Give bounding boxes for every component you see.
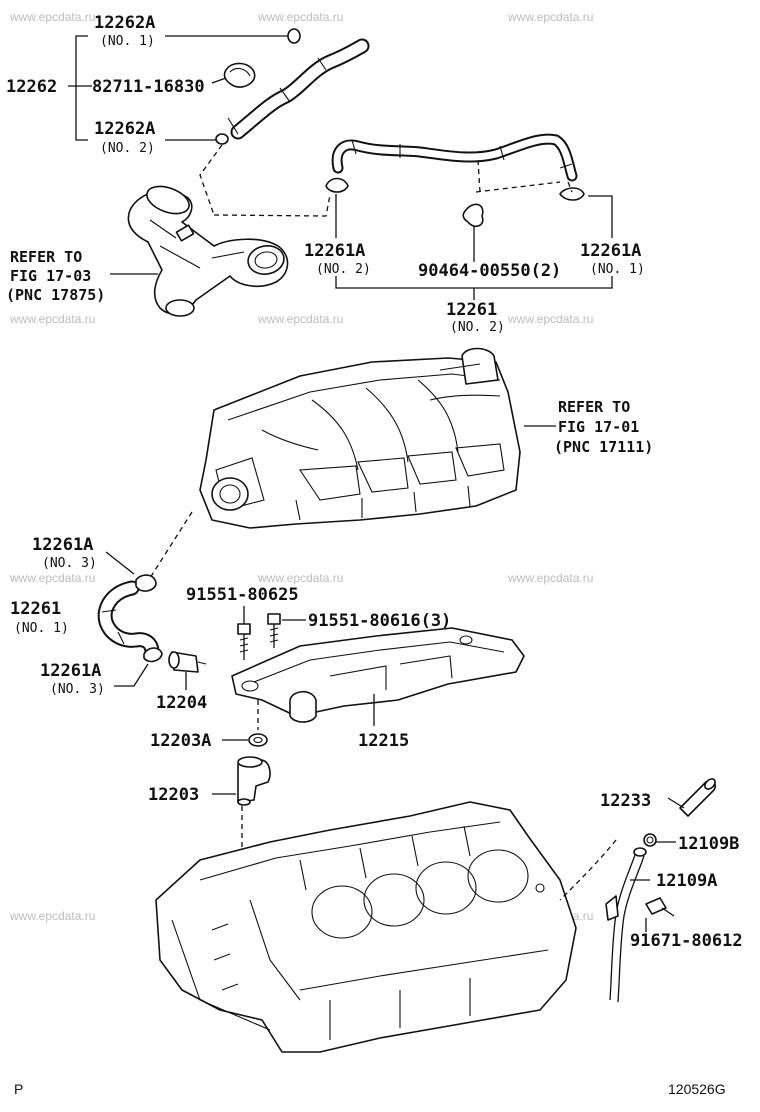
- watermark: www.epcdata.ru: [507, 10, 593, 24]
- part-label-90464-00550: 90464-00550(2): [418, 261, 561, 281]
- part-label-12261A-no3: 12261A: [40, 661, 101, 681]
- part-label-12261: 12261: [446, 300, 497, 320]
- bolt-91671-80612[interactable]: [645, 897, 675, 917]
- part-label-12109B: 12109B: [678, 834, 739, 854]
- refer-to-label: REFER TO: [558, 398, 630, 416]
- cylinder-block: [155, 801, 577, 1053]
- intake-manifold: [199, 347, 521, 529]
- gasket-12203A[interactable]: [248, 733, 268, 747]
- refer-to-label: REFER TO: [10, 248, 82, 266]
- part-label-12261A-no3: 12261A: [32, 535, 93, 555]
- watermark: www.epcdata.ru: [9, 10, 95, 24]
- oil-gauge-12233[interactable]: [679, 777, 717, 817]
- watermark: www.epcdata.ru: [9, 312, 95, 326]
- union-12262A-no1[interactable]: [287, 28, 301, 44]
- union-12262A-no2[interactable]: [215, 133, 229, 145]
- illustration-number: 120526G: [668, 1081, 726, 1097]
- part-label-91551-80625: 91551-80625: [186, 585, 299, 605]
- clip-12261A-no1[interactable]: [559, 187, 585, 201]
- part-note-no3: (NO. 3): [50, 682, 105, 697]
- part-label-12261A-no2: 12261A: [304, 241, 365, 261]
- part-label-82711-16830: 82711-16830: [92, 77, 205, 97]
- part-note-no2: (NO. 2): [316, 262, 371, 277]
- part-note-no2: (NO. 2): [450, 320, 505, 335]
- part-label-12262: 12262: [6, 77, 57, 97]
- hose-clamps: [325, 177, 585, 228]
- bracket-12262: [68, 35, 92, 141]
- leader-line: [667, 797, 685, 809]
- clip-12261A-no3-lower[interactable]: [143, 647, 163, 663]
- clip-12261A-no3-upper[interactable]: [135, 574, 157, 592]
- leader-line: [588, 195, 613, 238]
- part-note-no1: (NO. 1): [14, 621, 69, 636]
- ventilation-hose-12261-no1[interactable]: [97, 580, 160, 660]
- fitting-12203[interactable]: [237, 756, 271, 806]
- part-label-12215: 12215: [358, 731, 409, 751]
- bolt-91551-80616[interactable]: [267, 613, 281, 648]
- watermark: www.epcdata.ru: [257, 312, 343, 326]
- watermark: www.epcdata.ru: [507, 312, 593, 326]
- part-note-no1: (NO. 1): [100, 34, 155, 49]
- part-label-91671-80612: 91671-80612: [630, 931, 743, 951]
- dashed-connector: [475, 159, 573, 193]
- clip-90464[interactable]: [462, 203, 484, 228]
- part-label-12261-no1: 12261: [10, 599, 61, 619]
- part-12204[interactable]: [168, 651, 207, 673]
- fig-label: FIG 17-01: [558, 418, 639, 436]
- part-label-91551-80616: 91551-80616(3): [308, 611, 451, 631]
- dashed-connector: [559, 839, 617, 901]
- watermark: www.epcdata.ru: [257, 10, 343, 24]
- pnc-label: (PNC 17875): [6, 286, 105, 304]
- part-label-12261A-no1: 12261A: [580, 241, 641, 261]
- part-note-no1: (NO. 1): [590, 262, 645, 277]
- part-note-no2: (NO. 2): [100, 141, 155, 156]
- watermark: www.epcdata.ru: [9, 909, 95, 923]
- leader-line: [114, 663, 149, 687]
- clip-12261A-no2[interactable]: [325, 177, 349, 193]
- dashed-connector: [199, 144, 331, 217]
- footer-left-code: P: [14, 1081, 23, 1097]
- ventilation-hose-group: [215, 28, 370, 145]
- air-intake-duct: [127, 185, 289, 317]
- watermark: www.epcdata.ru: [257, 571, 343, 585]
- bracket-12261: [335, 276, 613, 300]
- leader-line: [105, 551, 135, 575]
- part-label-12204: 12204: [156, 693, 207, 713]
- part-note-no3: (NO. 3): [42, 556, 97, 571]
- part-label-12262A-no1: 12262A: [94, 13, 155, 33]
- part-label-12233: 12233: [600, 791, 651, 811]
- watermark: www.epcdata.ru: [507, 571, 593, 585]
- bolt-91551-80625[interactable]: [237, 623, 251, 660]
- part-label-12203A: 12203A: [150, 731, 211, 751]
- ventilation-case-12215[interactable]: [231, 627, 525, 723]
- pnc-label: (PNC 17111): [554, 438, 653, 456]
- fig-label: FIG 17-03: [10, 267, 91, 285]
- dashed-connector: [149, 511, 193, 579]
- part-label-12203: 12203: [148, 785, 199, 805]
- watermark: www.epcdata.ru: [9, 571, 95, 585]
- ventilation-hose-12261-no2[interactable]: [331, 133, 578, 182]
- oil-gauge-guide-12109A[interactable]: [605, 847, 647, 1003]
- leader-line: [211, 77, 227, 84]
- part-label-12262A-no2: 12262A: [94, 119, 155, 139]
- part-label-12109A: 12109A: [656, 871, 717, 891]
- o-ring-12109B[interactable]: [643, 833, 657, 847]
